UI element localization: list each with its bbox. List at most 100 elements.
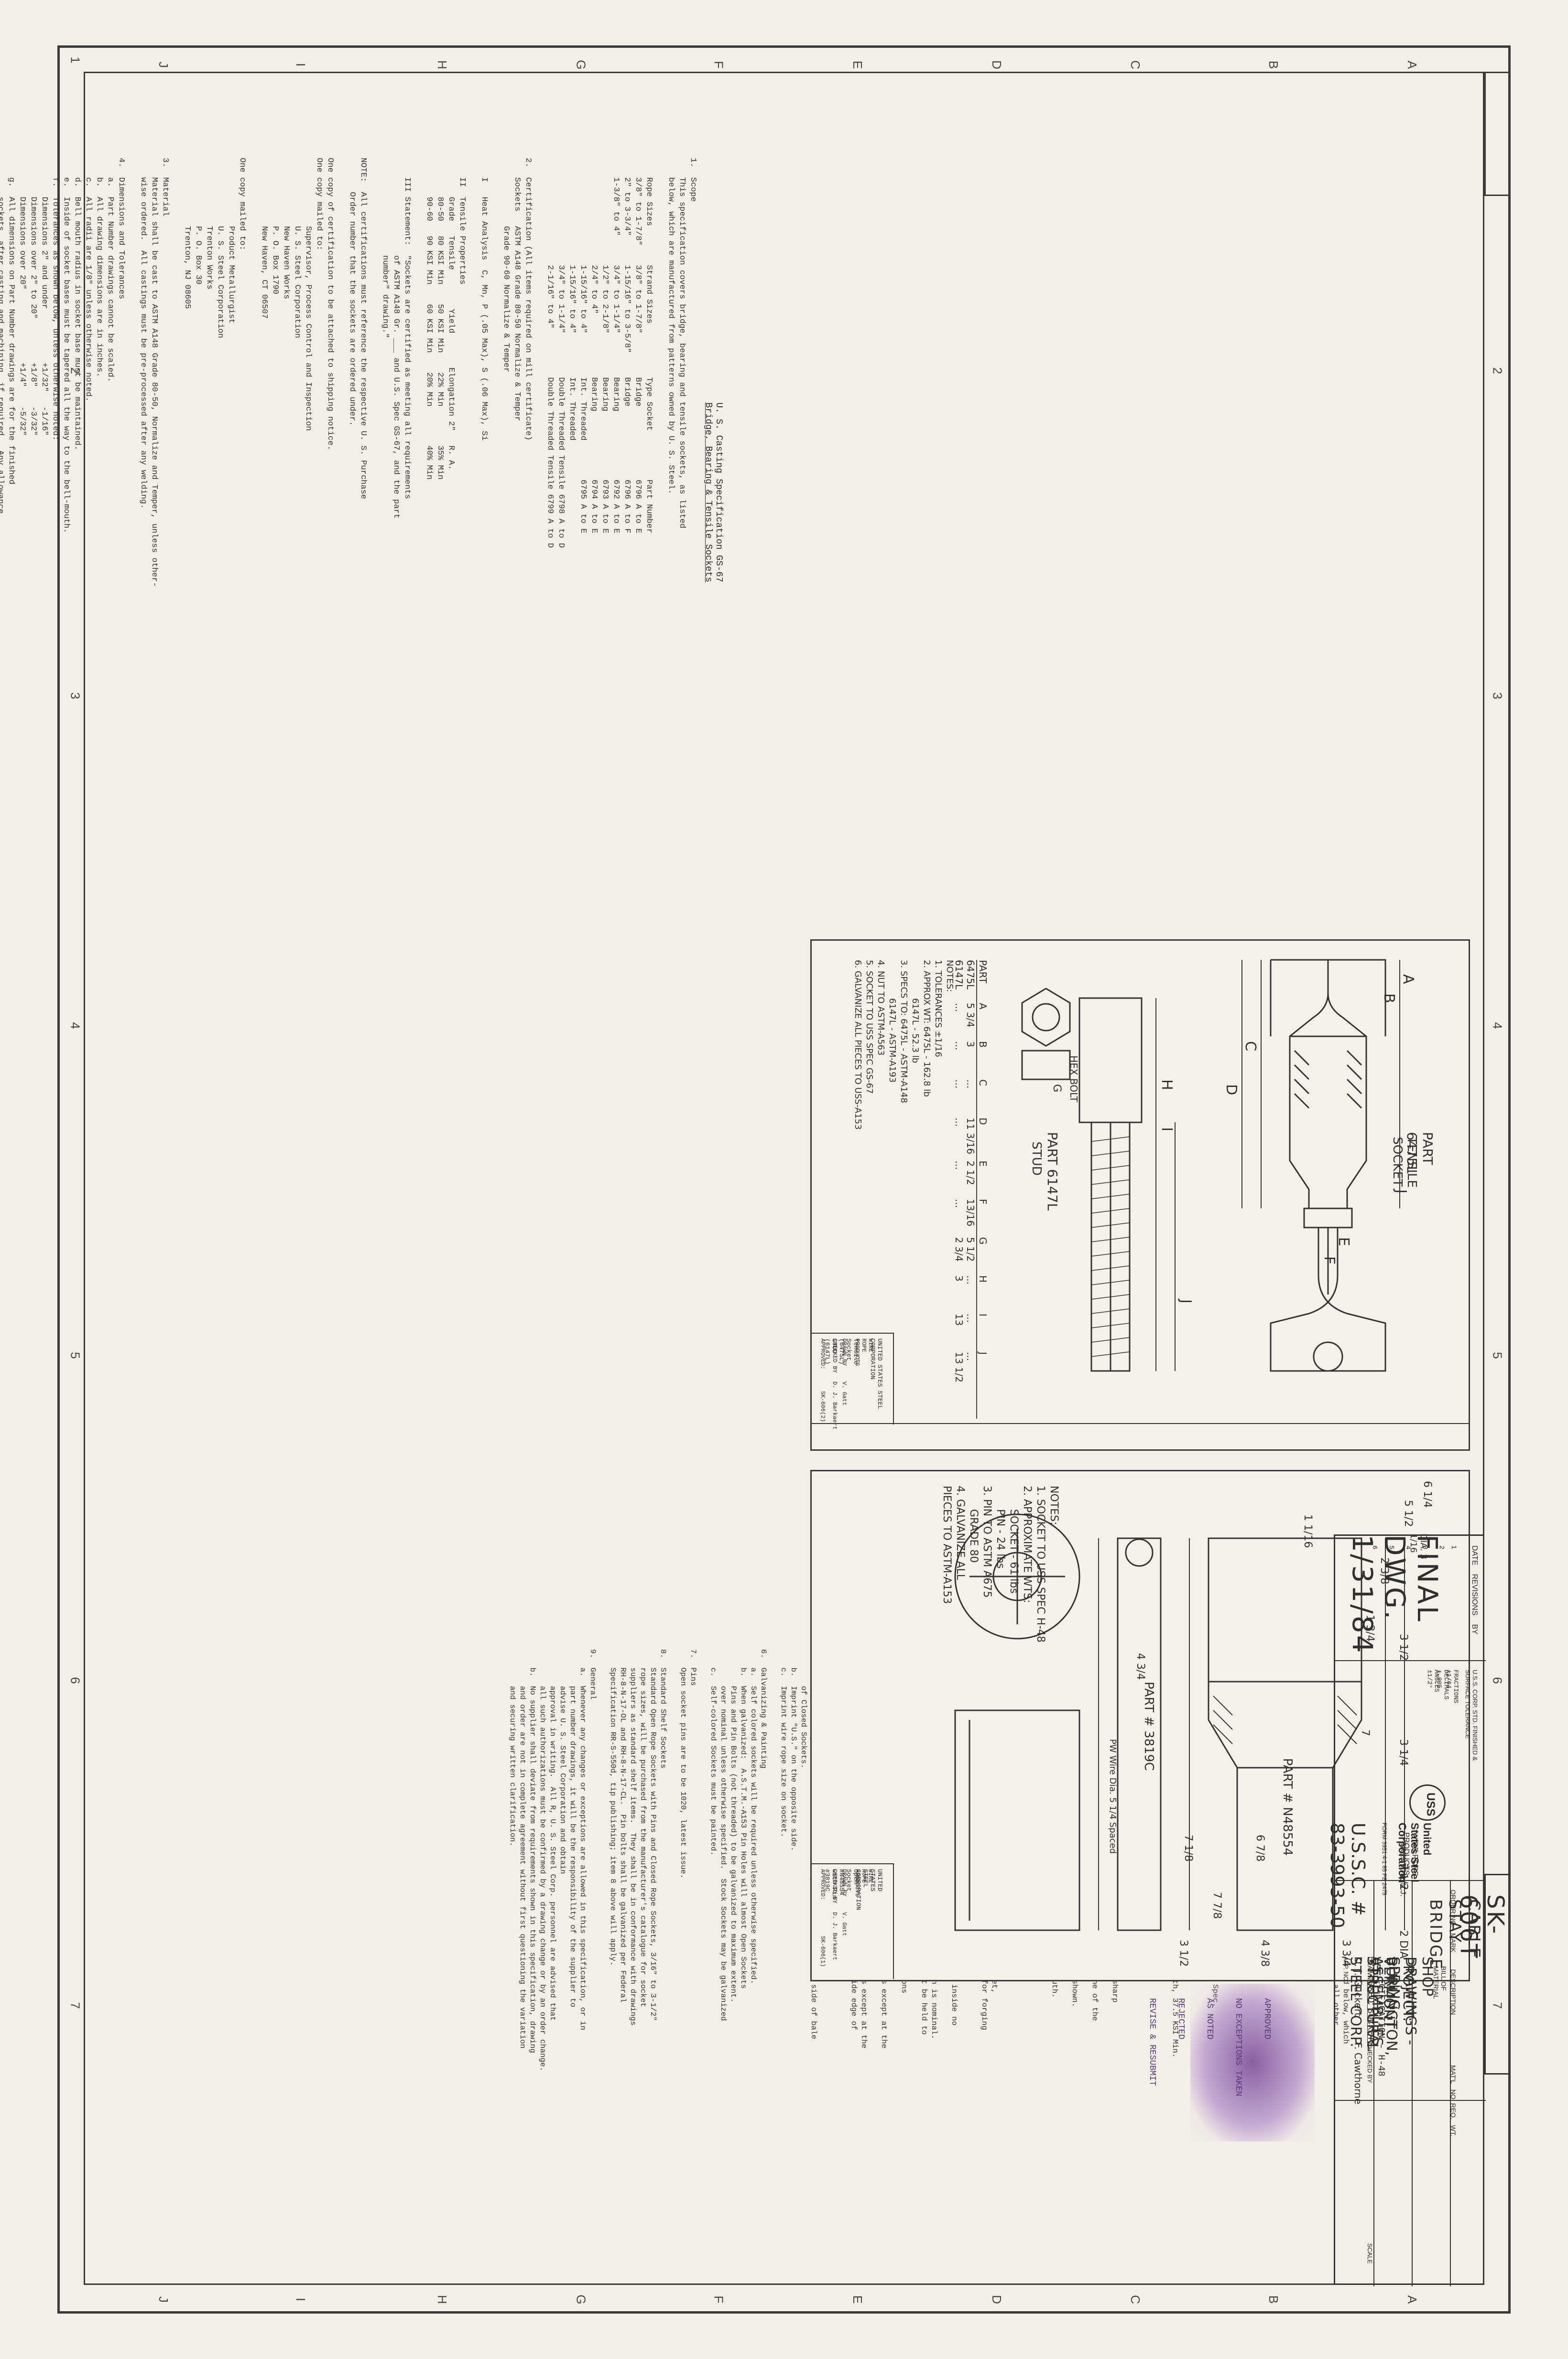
note-line: PIECES TO ASTM-A153 [941,1486,953,1604]
left-specification: U. S. Casting Specification GS-67 Bridge… [0,158,724,827]
table-row: 6475L 5 3/4 3 ... 11 3/16 2 1/2 13/16 5 … [965,960,976,1419]
rev-date-header: DATE [1470,1545,1479,1565]
part-6147l-subtitle: STUD [1029,1141,1044,1176]
margin-letter: F [711,61,726,69]
margin-letter: B [1266,60,1281,69]
rev-revisions-header: REVISIONS [1470,1574,1479,1616]
note-line: 4. NUT TO ASTM-A563 [876,960,886,1056]
matl-label: MAT'L [1449,2065,1457,2084]
drawn-by: D. J. Guckert [1352,1957,1364,2017]
table-cell: ... [965,1352,976,1361]
checked-by: F. Cawthorne [1352,2043,1364,2105]
dim-label: 3 1/2 [1177,1940,1189,1967]
dim-label-d: D [1223,1084,1240,1096]
tb-dwg-no: SK-606(2) [819,1391,826,1422]
table-cell: ... [965,1275,976,1285]
inner-border [84,72,1484,2285]
tb-checked-by: D. J. Barkaert [831,1912,838,1960]
part-3819c-label: PART # 3819C [1142,1682,1156,1771]
stamp-line: NO EXCEPTIONS TAKEN [1233,1998,1243,2097]
tb-checked-by-label: CHECKED BY [831,1338,838,1373]
dim-label: 6 7/8 [1254,1835,1266,1862]
note-line: 4. GALVANIZE ALL [954,1486,966,1580]
dim-label-j: J [1393,1189,1409,1194]
margin-number: 2 [1490,367,1505,374]
stamp-line: AS NOTED [1205,1998,1214,2040]
margin-letter: J [156,2296,171,2303]
rev-by-header: BY [1470,1624,1479,1634]
note-line: 6. GALVANIZE ALL PIECES TO USS-A153 [853,960,863,1130]
margin-letter: J [156,62,171,68]
tb-dwg-no: SK-606(1) [819,1936,826,1967]
checked-by-label: CHECKED BY [1366,2043,1373,2083]
dim-label: 4 3/8 [1259,1940,1271,1967]
open-socket-svg [954,1513,1405,1931]
approval-stamp [1190,1984,1315,2142]
rev-row: 5 [1387,1545,1395,1550]
rev-row: 4 [1404,1545,1412,1550]
table-header-cell: B [977,1041,989,1048]
table-cell: 6475L [965,960,976,990]
revisions-table: DATE REVISIONS BY [1470,1545,1479,1634]
dim-label: 1 1/16 [1302,1514,1314,1548]
note-line: SOCKET - 61 lbs [1008,1486,1020,1594]
outer-border [57,45,1511,2314]
dim-label-f: F [1321,1256,1338,1265]
table-cell: 2 3/4 [953,1237,965,1262]
stud-dim-i: I [1158,1127,1175,1131]
stamp-text: APPROVED NO EXCEPTIONS TAKEN AS NOTED RE… [1128,1998,1291,2096]
table-header-cell: I [977,1314,989,1316]
tb-checked-by-label: CHECKED BY [831,1869,838,1904]
bottom-panel-title-block: UNITED STATES STEEL CORPORATION WIRE ROP… [812,1863,894,1979]
table-header-cell: D [977,1118,989,1125]
dim-label: 7 7/8 [1211,1892,1223,1919]
table-header-cell: E [977,1161,989,1167]
note-line: 2. APPROXIMATE WTS: [1021,1486,1033,1603]
table-header-cell: G [977,1237,989,1245]
tb-divider [1335,1880,1486,1881]
tolerances-title: U.S.S. CORP. STD. FINISHED & SURFACE TOL… [1464,1670,1479,1761]
tb-approved-label: APPROVED: [819,1338,826,1370]
note-line: 5. SOCKET TO USS SPEC GS-67 [864,960,874,1094]
note-line: 2. APPROX WT: 6475L - 162.8 lb [922,960,932,1097]
margin-number: 7 [68,2002,83,2009]
dim-label: 7 1/8 [1182,1835,1194,1862]
drawing-number: SK-606T [1455,1894,1509,1960]
app-no-label: APP. NO. [1342,1957,1350,1983]
note-line: 3. PIN TO ASTM A675 [981,1486,993,1598]
note-line: PIN - 24 lbs [994,1486,1006,1569]
stud-dim-h: H [1158,1079,1175,1090]
margin-number: 1 [68,56,83,64]
description-label: DESCRIPTION [1449,1969,1457,2015]
margin-number: 3 [1490,692,1505,699]
table-cell: ... [953,1161,965,1170]
margin-letter: C [1128,60,1143,69]
left-spec-subtitle: Bridge, Bearing & Tensile Sockets [703,402,714,583]
margin-letter: A [1405,60,1420,69]
margin-number: 5 [1490,1352,1505,1359]
note-line: 6147L - ASTM-A193 [887,960,897,1083]
margin-letter: D [989,60,1004,69]
scale-label: SCALE [1366,2243,1373,2264]
dim-label-b: B [1381,993,1397,1003]
table-cell: 2 1/2 [965,1161,976,1185]
tb-drawn-by-label: DRAWN BY [841,1338,848,1366]
tensile-socket-drawing: A B C D E F J PART 6475L TENSILE SOCKET … [810,939,1470,1451]
table-header-cell: PART [977,960,989,984]
notes-title: NOTES: [945,960,955,992]
table-header-cell: A [977,1003,989,1010]
stud-dim-g: G [1051,1084,1063,1093]
wt-label: WT. [1449,2125,1457,2137]
rev-row: 2 [1437,1545,1445,1550]
tb-divider [1412,1880,1413,2286]
margin-letter: A [1405,2295,1420,2304]
table-cell: ... [965,1079,976,1089]
margin-letter: H [435,2295,449,2304]
margin-number: 6 [68,1677,83,1684]
table-cell: 11 3/16 [965,1118,976,1154]
note-line: 3. SPECS TO: 6475L - ASTM-A148 [899,960,909,1103]
part-6147l-title: PART 6147L [1045,1132,1060,1211]
note-line: 1. TOLERANCES ±1/16 [933,960,943,1057]
bottom-drawing-notes: NOTES: 1. SOCKET TO USS SPEC H-48 2. APP… [940,1486,1060,1658]
